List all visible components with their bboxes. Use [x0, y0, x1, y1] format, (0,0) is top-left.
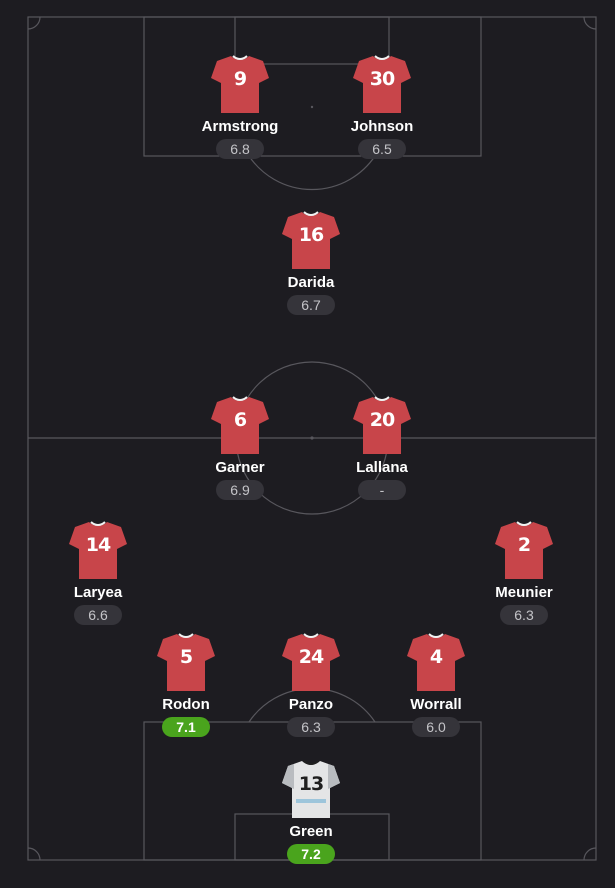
player-name: Panzo: [288, 696, 334, 713]
player-rating-badge: 6.7: [287, 295, 335, 315]
player-rating-badge: 6.5: [358, 139, 406, 159]
top-penalty-spot: [310, 105, 314, 109]
shirt-number: 6: [233, 409, 247, 431]
player-rating-badge: 6.3: [500, 605, 548, 625]
shirt-jersey-icon: 2: [494, 520, 554, 580]
corner-arc-bottom-right: [583, 847, 597, 861]
shirt-jersey-icon: 4: [406, 632, 466, 692]
player-name: Darida: [287, 274, 335, 291]
player-armstrong[interactable]: 9 Armstrong 6.8: [180, 54, 300, 159]
player-johnson[interactable]: 30 Johnson 6.5: [322, 54, 442, 159]
shirt-jersey-icon: 14: [68, 520, 128, 580]
player-panzo[interactable]: 24 Panzo 6.3: [251, 632, 371, 737]
top-penalty-arc: [248, 155, 376, 191]
player-rating-badge: 6.9: [216, 480, 264, 500]
player-darida[interactable]: 16 Darida 6.7: [251, 210, 371, 315]
top-goal-box: [234, 16, 390, 65]
shirt-number: 9: [233, 68, 247, 90]
player-rating-badge: -: [358, 480, 406, 500]
player-name: Armstrong: [201, 118, 279, 135]
player-name: Rodon: [162, 696, 210, 713]
shirt-jersey-icon: 5: [156, 632, 216, 692]
shirt-number: 16: [298, 224, 324, 246]
shirt-jersey-icon: 24: [281, 632, 341, 692]
player-laryea[interactable]: 14 Laryea 6.6: [38, 520, 158, 625]
player-name: Green: [289, 823, 333, 840]
corner-arc-top-right: [583, 16, 597, 30]
corner-arc-top-left: [27, 16, 41, 30]
player-rating-badge: 6.0: [412, 717, 460, 737]
corner-arc-bottom-left: [27, 847, 41, 861]
shirt-jersey-icon: 20: [352, 395, 412, 455]
player-rating-badge: 7.1: [162, 717, 210, 737]
shirt-number: 2: [517, 534, 531, 556]
shirt-number: 30: [369, 68, 395, 90]
shirt-jersey-icon: 6: [210, 395, 270, 455]
goalkeeper-jersey-icon: 13: [281, 759, 341, 819]
player-name: Garner: [215, 459, 265, 476]
player-rating-badge: 6.3: [287, 717, 335, 737]
player-worrall[interactable]: 4 Worrall 6.0: [376, 632, 496, 737]
player-name: Laryea: [73, 584, 123, 601]
player-name: Lallana: [356, 459, 408, 476]
player-rating-badge: 6.6: [74, 605, 122, 625]
shirt-jersey-icon: 9: [210, 54, 270, 114]
player-rating-badge: 6.8: [216, 139, 264, 159]
shirt-number: 13: [298, 773, 324, 795]
shirt-number: 14: [85, 534, 111, 556]
shirt-number: 5: [179, 646, 193, 668]
player-garner[interactable]: 6 Garner 6.9: [180, 395, 300, 500]
player-rodon[interactable]: 5 Rodon 7.1: [126, 632, 246, 737]
player-meunier[interactable]: 2 Meunier 6.3: [464, 520, 584, 625]
player-name: Meunier: [495, 584, 553, 601]
center-spot: [310, 436, 314, 440]
player-name: Johnson: [350, 118, 414, 135]
shirt-jersey-icon: 16: [281, 210, 341, 270]
player-green-goalkeeper[interactable]: 13 Green 7.2: [251, 759, 371, 864]
shirt-number: 20: [369, 409, 395, 431]
shirt-jersey-icon: 30: [352, 54, 412, 114]
player-lallana[interactable]: 20 Lallana -: [322, 395, 442, 500]
shirt-number: 4: [429, 646, 443, 668]
player-rating-badge: 7.2: [287, 844, 335, 864]
shirt-number: 24: [298, 646, 324, 668]
player-name: Worrall: [410, 696, 462, 713]
